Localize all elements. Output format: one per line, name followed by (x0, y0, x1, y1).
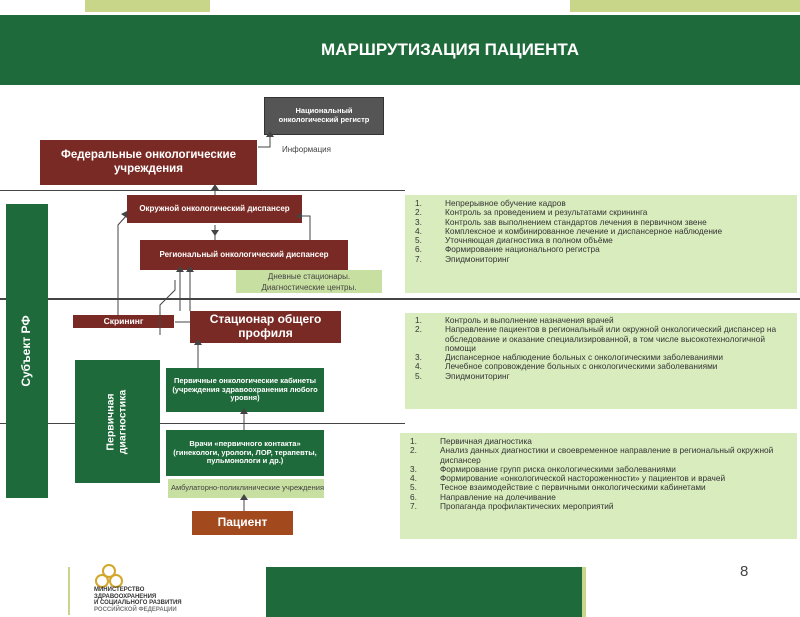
list-item: 2.Направление пациентов в региональный и… (415, 324, 777, 353)
list-item: 7.Эпидмониторинг (415, 253, 510, 264)
list-item: 5.Эпидмониторинг (415, 370, 510, 381)
ministry-logo-icon (95, 564, 123, 588)
screening-box: Скрининг (73, 315, 174, 328)
list-item: 3.Контроль зав выполнением стандартов ле… (415, 216, 707, 227)
list-item: 4.Формирование «онкологической настороже… (410, 473, 726, 484)
list-item: 6.Формирование национального регистра (415, 244, 600, 255)
footer-green-block (266, 567, 582, 617)
list-panel-top: 1.Непрерывное обучение кадров 2.Контроль… (405, 195, 797, 293)
page-number: 8 (740, 563, 749, 580)
header-bar (0, 15, 800, 85)
list-item: 3.Формирование групп риска онкологически… (410, 463, 676, 474)
outpatient-box: Амбулаторно-поликлинические учреждения (168, 479, 324, 498)
day-hospitals-box: Дневные стационары. (236, 270, 382, 283)
subject-rf-panel (6, 204, 48, 498)
footer-accent-left (68, 567, 70, 615)
list-item: 2.Анализ данных диагностики и своевремен… (410, 445, 774, 465)
ministry-name: МИНИСТЕРСТВО ЗДРАВООХРАНЕНИЯ И СОЦИАЛЬНО… (94, 587, 182, 613)
primary-diagnostics-panel (75, 360, 160, 483)
list-panel-middle: 1.Контроль и выполнение назначения враче… (405, 313, 797, 409)
first-contact-doctors-box: Врачи «первичного контакта» (гинекологи,… (166, 430, 324, 476)
patient-box: Пациент (192, 511, 293, 535)
list-panel-bottom: 1.Первичная диагностика 2.Анализ данных … (400, 433, 797, 539)
list-item: 7.Пропаганда профилактических мероприяти… (410, 500, 614, 511)
federal-institutions-box: Федеральные онкологические учреждения (40, 140, 257, 185)
list-item: 3.Диспансерное наблюдение больных с онко… (415, 352, 724, 363)
general-hospital-box: Стационар общего профиля (190, 311, 341, 343)
list-item: 1.Контроль и выполнение назначения враче… (415, 315, 614, 325)
diagnostic-centers-box: Диагностические центры. (236, 283, 382, 293)
top-accent-bar-right (570, 0, 800, 12)
list-item: 6.Направление на долечивание (410, 491, 556, 502)
list-item: 5.Уточняющая диагностика в полном объёме (415, 235, 613, 246)
list-item: 1.Первичная диагностика (410, 436, 532, 446)
list-item: 4.Комплексное и комбинированное лечение … (415, 225, 723, 236)
separator-line-primary (0, 423, 405, 424)
footer-accent-right (582, 567, 586, 617)
list-item: 2.Контроль за проведением и результатами… (415, 207, 648, 218)
regional-dispensary-box: Региональный онкологический диспансер (140, 240, 348, 270)
national-registry-box: Национальный онкологический регистр (264, 97, 384, 135)
top-accent-bar-left (85, 0, 210, 12)
page-title: МАРШРУТИЗАЦИЯ ПАЦИЕНТА (321, 40, 579, 59)
info-label: Информация (282, 145, 331, 154)
list-item: 1.Непрерывное обучение кадров (415, 198, 566, 208)
separator-line-subject (0, 298, 800, 300)
list-item: 5.Тесное взаимодействие с первичными онк… (410, 482, 706, 493)
district-dispensary-box: Окружной онкологический диспансер (127, 195, 302, 223)
primary-cabinets-box: Первичные онкологические кабинеты (учреж… (166, 368, 324, 412)
separator-line-federal (0, 190, 405, 191)
list-item: 4.Лечебное сопровождение больных с онкол… (415, 361, 718, 372)
